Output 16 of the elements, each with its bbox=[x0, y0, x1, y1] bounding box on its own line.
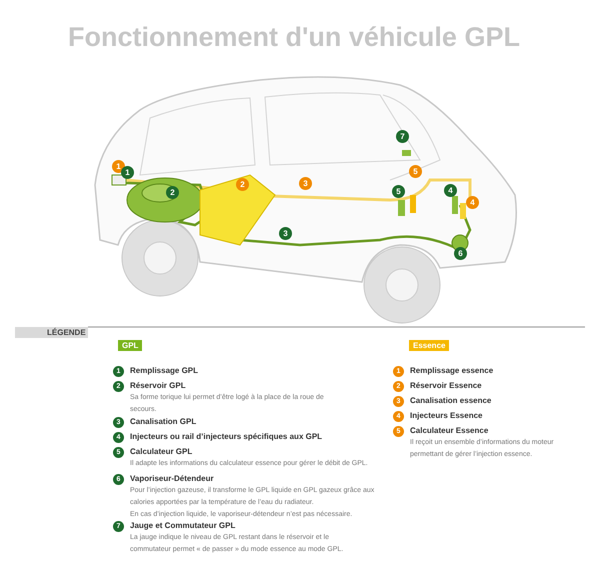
legend-item-title: Canalisation GPL bbox=[130, 417, 196, 426]
legend-item-title: Remplissage essence bbox=[410, 366, 494, 375]
legend-heading: LÉGENDE bbox=[15, 327, 88, 338]
legend-item-title: Injecteurs Essence bbox=[410, 411, 482, 420]
legend-item-title: Réservoir Essence bbox=[410, 381, 482, 390]
category-header: GPL bbox=[118, 340, 142, 351]
legend-item-title: Jauge et Commutateur GPL bbox=[130, 521, 236, 530]
legend-item-title: Calculateur GPL bbox=[130, 447, 192, 456]
category-header: Essence bbox=[409, 340, 450, 351]
legend-item-title: Remplissage GPL bbox=[130, 366, 198, 375]
title: Fonctionnement d'un véhicule GPL bbox=[68, 22, 520, 53]
legend-item-title: Injecteurs ou rail d’injecteurs spécifiques aux GPL bbox=[130, 432, 322, 441]
legend-item-title: Vaporiseur-Détendeur bbox=[130, 474, 214, 483]
legend-item-title: Calculateur Essence bbox=[410, 426, 488, 435]
legend-item-title: Réservoir GPL bbox=[130, 381, 186, 390]
legend-item-title: Canalisation essence bbox=[410, 396, 492, 405]
